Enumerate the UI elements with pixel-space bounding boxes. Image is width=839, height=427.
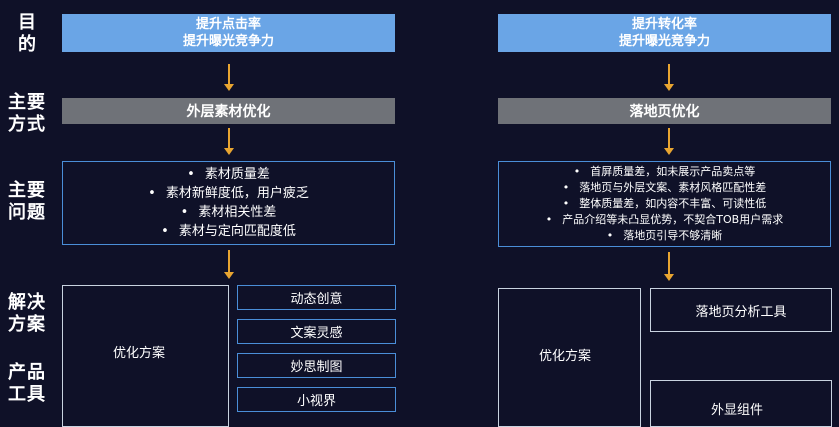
right-arrow-3-line	[668, 252, 670, 274]
right-goal-box: 提升转化率 提升曝光竞争力	[498, 14, 831, 52]
right-goal-line2: 提升曝光竞争力	[618, 34, 710, 49]
right-method-label: 落地页优化	[629, 104, 700, 120]
right-tool-box: 外显组件	[650, 380, 832, 427]
row-label-solution-line1: 解决	[8, 292, 46, 313]
left-method-label: 外层素材优化	[186, 104, 271, 120]
row-label-issues: 主要 问题	[8, 180, 46, 224]
left-solution-label: 优化方案	[113, 346, 166, 361]
left-arrow-2-head	[224, 148, 234, 155]
right-issues-box: 首屏质量差，如未展示产品卖点等 落地页与外层文案、素材风格匹配性差 整体质量差，…	[498, 161, 831, 247]
row-label-product-line2: 工具	[8, 384, 46, 405]
right-tool-label: 落地页分析工具	[695, 304, 787, 320]
left-tool-label: 文案灵感	[290, 326, 343, 341]
left-goal-box: 提升点击率 提升曝光竞争力	[62, 14, 395, 52]
right-solution-label: 优化方案	[539, 349, 592, 364]
left-goal-line2: 提升曝光竞争力	[182, 34, 274, 49]
left-tool-label: 小视界	[296, 394, 336, 409]
left-arrow-3-head	[224, 272, 234, 279]
left-arrow-1-head	[224, 84, 234, 91]
left-tool-box: 小视界	[237, 387, 396, 412]
right-goal-line1: 提升转化率	[631, 17, 697, 32]
left-tool-box: 妙思制图	[237, 353, 396, 378]
right-solution-box: 优化方案	[498, 288, 641, 427]
row-label-solution-line2: 方案	[8, 314, 46, 335]
left-arrow-3-line	[228, 250, 230, 272]
right-issue-item: 产品介绍等未凸显优势，不契合TOB用户需求	[546, 212, 783, 228]
left-issue-item: 素材与定向匹配度低	[161, 222, 296, 241]
left-tool-box: 动态创意	[237, 285, 396, 310]
left-tool-label: 妙思制图	[290, 360, 343, 375]
right-issue-item: 首屏质量差，如未展示产品卖点等	[574, 164, 755, 180]
row-label-goal-line1: 目	[18, 12, 37, 33]
left-issue-item: 素材相关性差	[181, 203, 276, 222]
right-issue-item: 整体质量差，如内容不丰富、可读性低	[563, 196, 766, 212]
left-arrow-2-line	[228, 128, 230, 148]
left-issues-box: 素材质量差 素材新鲜度低，用户疲乏 素材相关性差 素材与定向匹配度低	[62, 161, 395, 245]
row-label-method-line2: 方式	[8, 114, 46, 135]
left-arrow-1-line	[228, 64, 230, 84]
right-issue-item: 落地页与外层文案、素材风格匹配性差	[563, 180, 766, 196]
right-arrow-3-head	[664, 274, 674, 281]
row-label-goal: 目 的	[18, 12, 37, 56]
row-label-goal-line2: 的	[18, 34, 37, 55]
left-solution-box: 优化方案	[62, 285, 229, 427]
right-tool-label: 外显组件	[711, 403, 764, 418]
right-arrow-2-line	[668, 128, 670, 148]
right-method-box: 落地页优化	[498, 98, 831, 124]
right-arrow-2-head	[664, 148, 674, 155]
row-label-solution: 解决 方案	[8, 292, 46, 336]
right-tool-box: 落地页分析工具	[650, 288, 832, 332]
right-arrow-1-head	[664, 84, 674, 91]
left-issue-item: 素材新鲜度低，用户疲乏	[148, 184, 309, 203]
row-label-product-line1: 产品	[8, 362, 46, 383]
left-goal-line1: 提升点击率	[195, 17, 261, 32]
row-label-issues-line1: 主要	[8, 180, 46, 201]
left-tool-label: 动态创意	[290, 292, 343, 307]
row-label-product: 产品 工具	[8, 362, 46, 406]
left-issue-item: 素材质量差	[187, 165, 270, 184]
right-issue-item: 落地页引导不够清晰	[607, 228, 722, 244]
row-label-issues-line2: 问题	[8, 202, 46, 223]
row-label-method-line1: 主要	[8, 92, 46, 113]
right-arrow-1-line	[668, 64, 670, 84]
left-method-box: 外层素材优化	[62, 98, 395, 124]
row-label-method: 主要 方式	[8, 92, 46, 136]
left-tool-box: 文案灵感	[237, 319, 396, 344]
